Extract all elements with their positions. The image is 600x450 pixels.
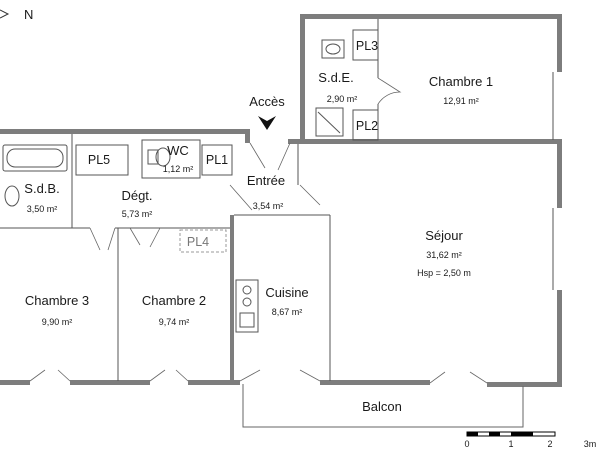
partitions [0, 19, 554, 381]
wc-area: 1,12 m² [163, 164, 194, 174]
chambre1-area: 12,91 m² [443, 96, 479, 106]
balcon-name: Balcon [362, 399, 402, 414]
sdb-name: S.d.B. [24, 181, 59, 196]
pl3-label: PL3 [356, 39, 378, 53]
sde-area: 2,90 m² [327, 94, 358, 104]
pl2-label: PL2 [356, 119, 378, 133]
chambre3-area: 9,90 m² [42, 317, 73, 327]
chambre3-name: Chambre 3 [25, 293, 89, 308]
access-label: Accès [249, 94, 285, 109]
balcony [242, 384, 524, 428]
wc-name: WC [167, 143, 189, 158]
cuisine-name: Cuisine [265, 285, 308, 300]
pl4-label: PL4 [187, 235, 209, 249]
compass-label: N [24, 7, 33, 22]
sejour-name: Séjour [425, 228, 463, 243]
labels: Accès Chambre 1 12,91 m² S.d.E. 2,90 m² … [24, 39, 596, 449]
scale-tick-3m: 3m [584, 439, 597, 449]
sde-name: S.d.E. [318, 70, 353, 85]
access-arrow [258, 116, 276, 130]
sejour-height: Hsp = 2,50 m [417, 268, 471, 278]
scale-tick-1: 1 [508, 439, 513, 449]
degt-area: 5,73 m² [122, 209, 153, 219]
entree-area: 3,54 m² [253, 201, 284, 211]
degt-name: Dégt. [121, 188, 152, 203]
sdb-area: 3,50 m² [27, 204, 58, 214]
scale-bar [466, 431, 556, 437]
cuisine-area: 8,67 m² [272, 307, 303, 317]
entree-name: Entrée [247, 173, 285, 188]
compass-mark: N [0, 7, 33, 22]
chambre1-name: Chambre 1 [429, 74, 493, 89]
pl5-label: PL5 [88, 153, 110, 167]
scale-tick-2: 2 [547, 439, 552, 449]
scale-tick-0: 0 [464, 439, 469, 449]
chambre2-area: 9,74 m² [159, 317, 190, 327]
walls [0, 14, 562, 387]
doors [29, 77, 488, 384]
chambre2-name: Chambre 2 [142, 293, 206, 308]
sejour-area: 31,62 m² [426, 250, 462, 260]
pl1-label: PL1 [206, 153, 228, 167]
